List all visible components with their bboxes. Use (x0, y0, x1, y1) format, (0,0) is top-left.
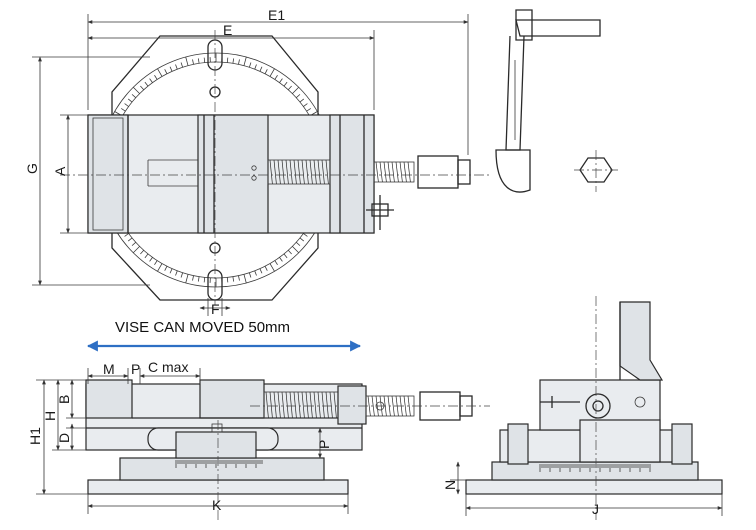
top-view: E1 E G A F (24, 7, 618, 317)
lock-pin (366, 195, 394, 230)
lead-screw (267, 159, 331, 185)
jaw-pin (251, 165, 257, 171)
side-clamp-left (507, 423, 529, 465)
dim-label-a: A (52, 166, 68, 176)
dim-label-b: B (56, 395, 72, 404)
dim-label-d: D (56, 433, 72, 443)
fixed-jaw (87, 114, 129, 234)
side-view: N J (442, 296, 723, 520)
center-block (175, 431, 257, 459)
dim-label-e1: E1 (268, 7, 285, 23)
side-swivel-ring (491, 461, 699, 481)
front-view: M P C max H1 H B D P K (27, 359, 490, 520)
dim-label-e: E (223, 22, 232, 38)
front-degree-scale (175, 460, 263, 468)
side-screw-end (585, 393, 611, 419)
front-end-plate (337, 385, 367, 425)
movable-jaw (197, 114, 269, 234)
side-base-plate (465, 479, 723, 495)
dim-label-n: N (442, 480, 458, 490)
dim-label-g: G (24, 163, 40, 174)
travel-note-text: VISE CAN MOVED 50mm (115, 319, 290, 336)
side-lock-pin (540, 396, 580, 408)
dim-label-h: H (42, 411, 58, 421)
dim-label-k: K (212, 497, 222, 513)
dim-label-j: J (592, 501, 599, 517)
dim-label-c-max: C max (148, 359, 188, 375)
dim-label-h1: H1 (27, 427, 43, 445)
front-movable-jaw (199, 379, 265, 419)
dim-label-p-side: P (316, 440, 332, 449)
square-drive-end (457, 159, 471, 185)
crank-handle (495, 9, 601, 193)
dim-label-m: M (103, 361, 115, 377)
dim-label-p-top: P (131, 361, 140, 377)
end-plate (329, 114, 375, 234)
knurled-collar (417, 155, 459, 189)
front-fixed-jaw (85, 379, 133, 419)
fixed-jaw-plate (92, 117, 124, 231)
dim-label-f: F (211, 301, 220, 317)
screw-shaft (373, 161, 415, 183)
side-slide-block (579, 419, 661, 463)
side-jaw (619, 301, 664, 381)
side-clamp-right (671, 423, 693, 465)
hex-nut-detail (574, 150, 618, 192)
travel-note: VISE CAN MOVED 50mm (86, 319, 362, 352)
lead-screw-threads (269, 159, 329, 185)
